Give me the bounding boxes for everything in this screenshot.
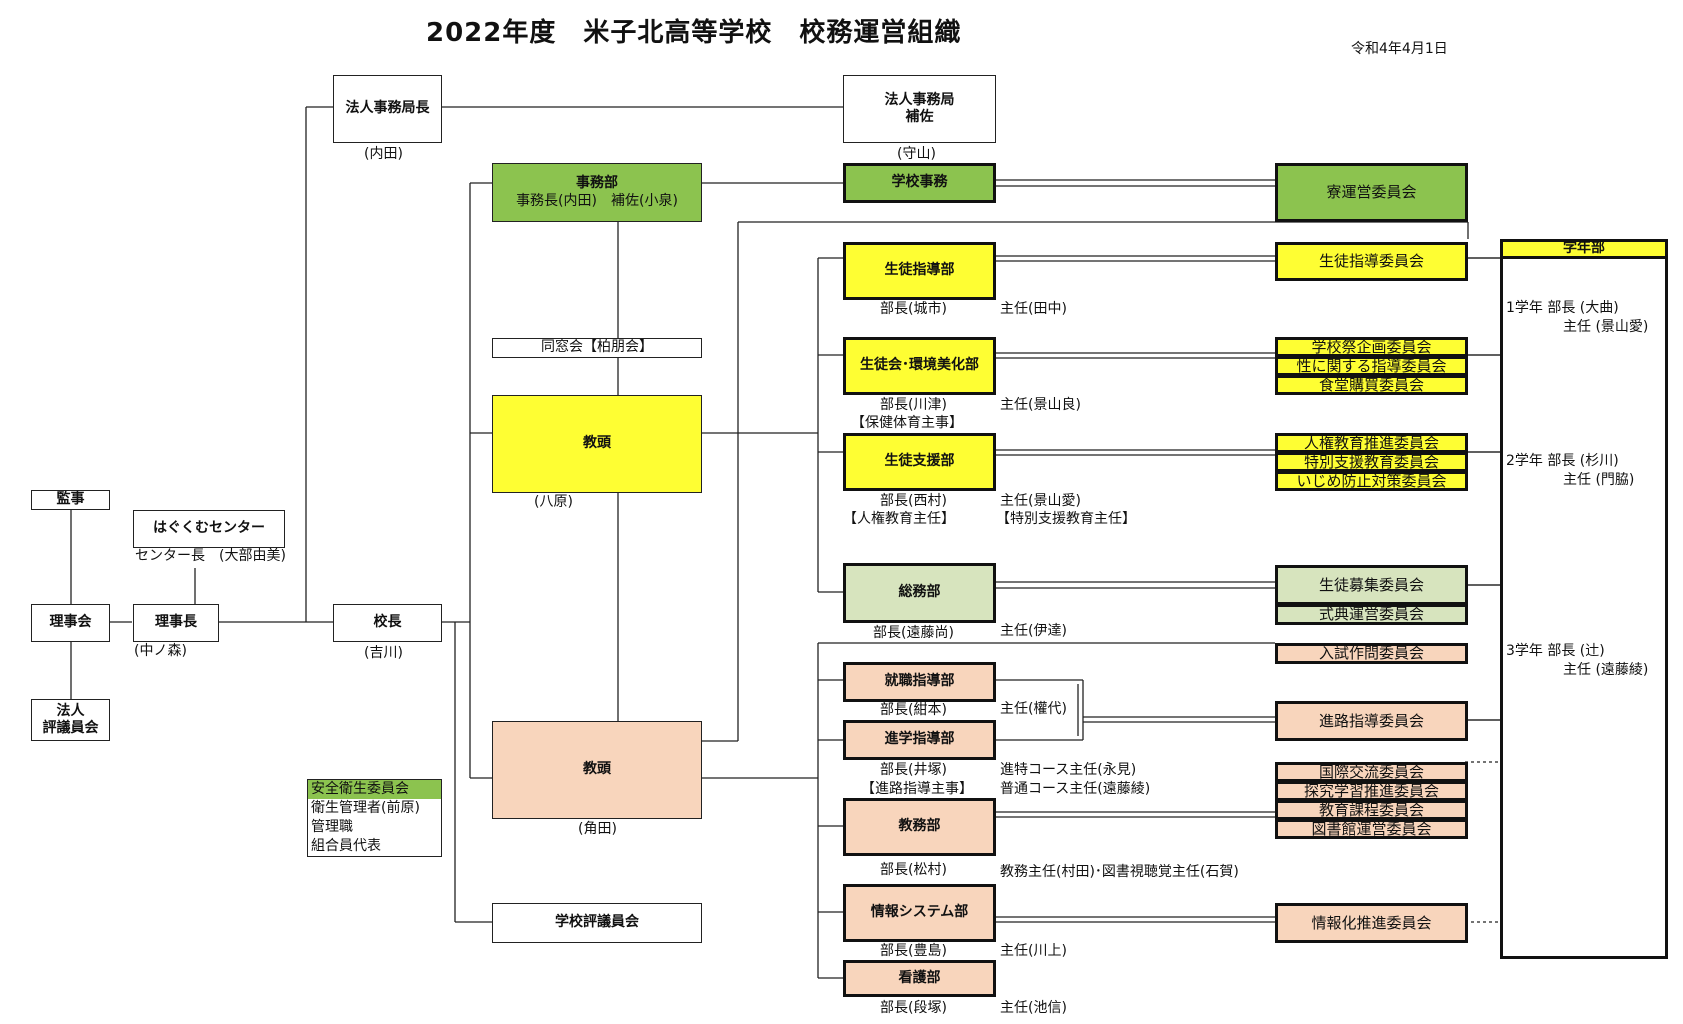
ijime-committee: いじめ防止対策委員会 <box>1275 471 1468 491</box>
jimubu-subtitle: 事務長(内田) 補佐(小泉) <box>516 192 678 209</box>
kango-bu-box: 看護部 <box>843 960 996 997</box>
shinro-committee: 進路指導委員会 <box>1275 701 1468 741</box>
shien-sub: 【人権教育主任】 <box>843 511 955 527</box>
hyogiinkai-box: 法人 評議員会 <box>31 699 110 741</box>
gakunen-frame <box>1500 239 1668 959</box>
page-title: 2022年度 米子北高等学校 校務運営組織 <box>426 18 962 48</box>
boshu-committee: 生徒募集委員会 <box>1275 565 1468 605</box>
center-chief-label: センター長 (大部由美) <box>135 548 286 564</box>
seitokai-bu-box: 生徒会･環境美化部 <box>843 337 996 395</box>
shien-chief: 部長(西村) <box>880 493 947 509</box>
kango-chief: 部長(段塚) <box>880 1000 947 1016</box>
shushoku-lead: 主任(權代) <box>1000 701 1067 717</box>
hojin-director-box: 法人事務局長 <box>333 75 442 143</box>
shushoku-chief: 部長(紺本) <box>880 702 947 718</box>
johoka-committee: 情報化推進委員会 <box>1275 903 1468 943</box>
seito-shido-committee: 生徒指導委員会 <box>1275 242 1468 281</box>
seito-shido-lead: 主任(田中) <box>1000 301 1067 317</box>
somu-lead: 主任(伊達) <box>1000 623 1067 639</box>
rijicho-name: (中ノ森) <box>134 643 187 659</box>
hojin-director-name: (内田) <box>364 146 403 162</box>
nyushi-committee: 入試作問委員会 <box>1275 643 1468 664</box>
jimubu-title: 事務部 <box>576 175 618 191</box>
shien-bu-box: 生徒支援部 <box>843 433 996 491</box>
joho-lead: 主任(川上) <box>1000 943 1067 959</box>
shingaku-sub: 【進路指導主事】 <box>861 781 973 797</box>
sei-shido-committee: 性に関する指導委員会 <box>1275 356 1468 376</box>
jinken-committee: 人権教育推進委員会 <box>1275 433 1468 453</box>
kyomu-bu-box: 教務部 <box>843 798 996 856</box>
shien-lead-sub: 【特別支援教育主任】 <box>996 511 1136 527</box>
shien-lead: 主任(景山愛) <box>1000 493 1081 509</box>
shokudo-committee: 食堂購買委員会 <box>1275 375 1468 395</box>
kyomu-chief: 部長(松村) <box>880 862 947 878</box>
shikiten-committee: 式典運営委員会 <box>1275 604 1468 625</box>
kanji-box: 監事 <box>31 490 110 510</box>
gakkosai-committee: 学校祭企画委員会 <box>1275 337 1468 357</box>
gakunen-title: 学年部 <box>1500 239 1668 259</box>
kyoto2-box: 教頭 <box>492 721 702 819</box>
joho-bu-box: 情報システム部 <box>843 884 996 942</box>
grade2-head: 2学年 部長 (杉川) <box>1506 453 1619 469</box>
grade1-head: 1学年 部長 (大曲) <box>1506 300 1619 316</box>
school-council-box: 学校評議員会 <box>492 903 702 943</box>
kyoto2-name: (角田) <box>578 821 617 837</box>
safety-committee-item: 組合員代表 <box>311 838 381 854</box>
hojin-assistant-box: 法人事務局 補佐 <box>843 75 996 143</box>
seito-shido-bu-box: 生徒指導部 <box>843 242 996 300</box>
jimubu-box: 事務部 事務長(内田) 補佐(小泉) <box>492 163 702 222</box>
grade2-lead: 主任 (門脇) <box>1563 472 1635 488</box>
toshokan-committee: 図書館運営委員会 <box>1275 819 1468 839</box>
rijicho-box: 理事長 <box>133 604 219 642</box>
somu-chief: 部長(遠藤尚) <box>873 625 954 641</box>
grade3-head: 3学年 部長 (辻) <box>1506 643 1605 659</box>
gakko-jimu-box: 学校事務 <box>843 163 996 203</box>
kocho-name: (吉川) <box>364 645 403 661</box>
shushoku-bu-box: 就職指導部 <box>843 662 996 702</box>
kokusai-committee: 国際交流委員会 <box>1275 762 1468 782</box>
dosokai-box: 同窓会【柏朋会】 <box>492 338 702 358</box>
seitokai-sub: 【保健体育主事】 <box>851 415 963 431</box>
kyoto1-name: (八原) <box>534 494 573 510</box>
safety-committee-item: 管理職 <box>311 819 353 835</box>
seitokai-lead: 主任(景山良) <box>1000 397 1081 413</box>
kyoto1-box: 教頭 <box>492 395 702 493</box>
shingaku-lead-1: 進特コース主任(永見) <box>1000 762 1137 778</box>
rijikai-box: 理事会 <box>31 604 110 642</box>
seitokai-chief: 部長(川津) <box>880 397 947 413</box>
grade1-lead: 主任 (景山愛) <box>1563 319 1649 335</box>
hagukumu-center-box: はぐくむセンター <box>133 510 285 548</box>
date-label: 令和4年4月1日 <box>1351 41 1448 57</box>
kocho-box: 校長 <box>333 604 442 642</box>
safety-committee-list: 安全衛生委員会 衛生管理者(前原) 管理職 組合員代表 <box>307 779 442 857</box>
safety-committee-item: 衛生管理者(前原) <box>311 800 420 816</box>
tokubetsu-shien-committee: 特別支援教育委員会 <box>1275 452 1468 472</box>
seito-shido-chief: 部長(城市) <box>880 301 947 317</box>
hojin-assistant-name: (守山) <box>897 146 936 162</box>
somu-bu-box: 総務部 <box>843 563 996 623</box>
tankyu-committee: 探究学習推進委員会 <box>1275 781 1468 801</box>
kango-lead: 主任(池信) <box>1000 1000 1067 1016</box>
grade3-lead: 主任 (遠藤綾) <box>1563 662 1649 678</box>
shingaku-chief: 部長(井塚) <box>880 762 947 778</box>
joho-chief: 部長(豊島) <box>880 943 947 959</box>
shingaku-bu-box: 進学指導部 <box>843 720 996 760</box>
shingaku-lead-2: 普通コース主任(遠藤綾) <box>1000 781 1151 797</box>
kyoiku-katei-committee: 教育課程委員会 <box>1275 800 1468 820</box>
kyomu-lead: 教務主任(村田)･図書視聴覚主任(石賀) <box>1000 864 1239 880</box>
ryo-committee: 寮運営委員会 <box>1275 163 1468 222</box>
safety-committee-title: 安全衛生委員会 <box>308 780 441 799</box>
